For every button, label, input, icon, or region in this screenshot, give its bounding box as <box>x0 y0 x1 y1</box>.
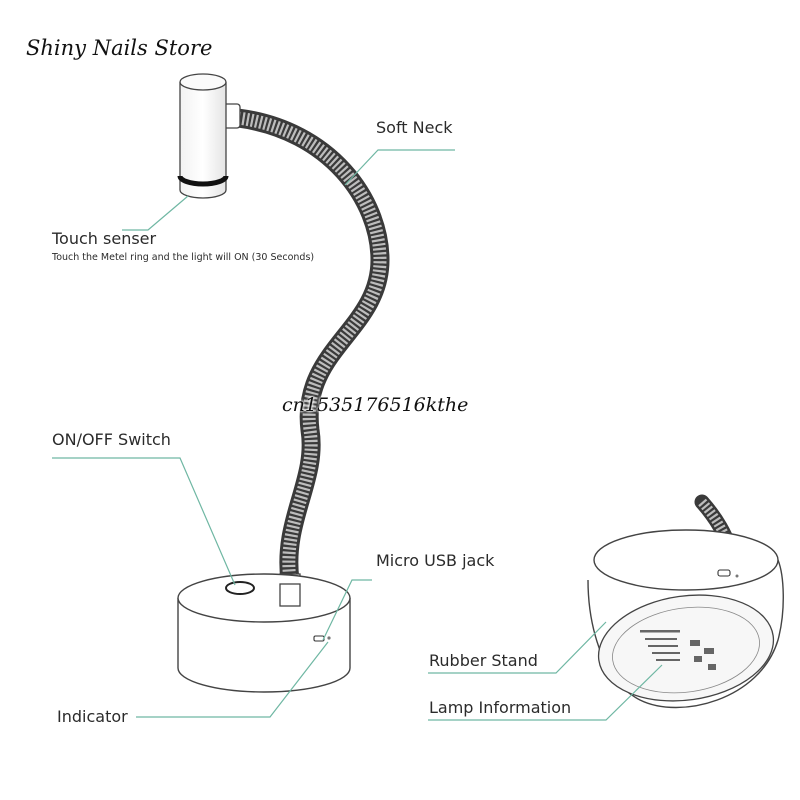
leader-touch-sensor <box>122 195 189 231</box>
label-rubber-stand: Rubber Stand <box>429 651 538 670</box>
leader-soft-neck <box>344 149 455 186</box>
label-micro-usb-jack: Micro USB jack <box>376 551 495 570</box>
label-soft-neck: Soft Neck <box>376 118 453 137</box>
on-off-switch[interactable] <box>225 581 255 595</box>
lamp-base <box>177 573 351 693</box>
base-bottom-view <box>587 494 784 709</box>
label-on-off-switch: ON/OFF Switch <box>52 430 171 449</box>
store-name: Shiny Nails Store <box>26 36 213 60</box>
micro-usb-port <box>313 635 325 642</box>
gooseneck <box>228 108 390 590</box>
watermark: cn1535176516kthe <box>282 394 469 416</box>
label-indicator: Indicator <box>57 707 128 726</box>
leader-on-off-switch <box>52 457 236 586</box>
label-lamp-information: Lamp Information <box>429 698 572 717</box>
touch-sensor-ring <box>177 175 229 187</box>
lamp-head <box>177 73 229 199</box>
lamp-information-print <box>640 630 716 670</box>
leader-lamp-information <box>428 664 663 721</box>
leader-rubber-stand <box>428 621 607 674</box>
leader-indicator <box>136 641 329 718</box>
label-touch-sensor-note: Touch the Metel ring and the light will … <box>52 252 315 263</box>
rubber-stand <box>597 594 775 702</box>
label-touch-sensor: Touch senser <box>52 229 157 248</box>
leader-lines <box>52 149 663 721</box>
indicator-light <box>327 636 331 640</box>
leader-micro-usb <box>322 579 372 641</box>
